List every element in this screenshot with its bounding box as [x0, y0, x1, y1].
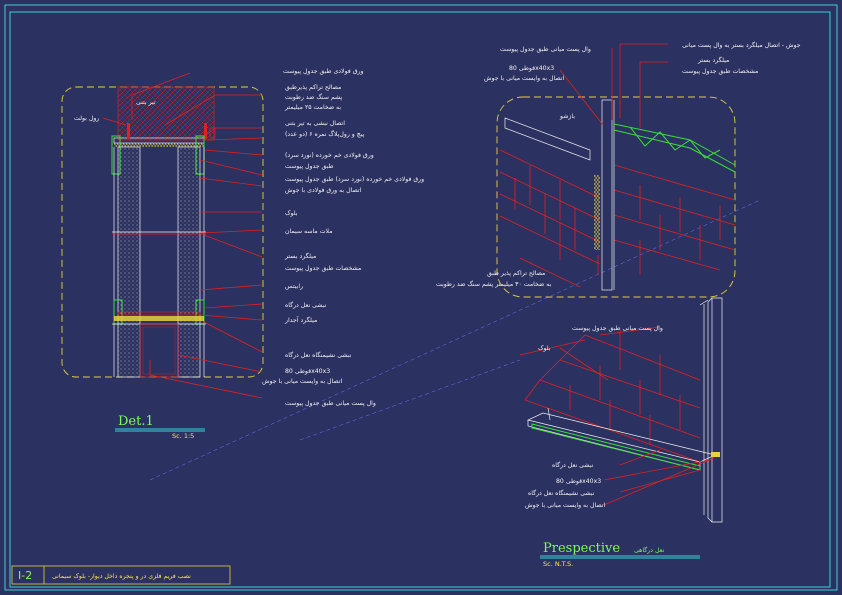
leader — [199, 314, 263, 321]
label-ribbed-rebar: میلگرد آجدار — [284, 315, 317, 324]
bed-rebar-truss — [613, 123, 736, 173]
label-bent-plate-2: ورق فولادی خم خورده (نورد سرد) طبق جدول … — [285, 176, 424, 183]
block-courses — [499, 149, 736, 288]
perspective-view: وال پست میانی طبق جدول پیوست بلوک نبشی ن… — [519, 297, 723, 568]
label-filler-2: پشم سنگ ضد رطوبت — [285, 93, 343, 101]
leader — [603, 459, 711, 481]
label-anchor-bolt: رول بولت — [74, 115, 99, 122]
label-bent-plate-1: ورق فولادی خم خورده (نورد سرد) — [285, 152, 374, 159]
title-block-frame — [11, 565, 231, 585]
perspective-blocks — [519, 330, 701, 463]
leader — [204, 149, 263, 156]
inner-border — [9, 11, 831, 588]
leader — [203, 303, 263, 309]
perspective-scale: Sc. N.T.S. — [543, 560, 573, 568]
leader — [619, 43, 668, 118]
leader — [199, 159, 263, 176]
wall-detail: وال پست میانی طبق جدول پیوست قوطی 80x40x… — [436, 41, 801, 298]
box-section-inner — [142, 326, 176, 375]
label-filler-3: به ضخامت ۲۵ میلیمتر — [284, 104, 341, 111]
label-block: بلوک — [285, 209, 298, 217]
sheet-title: نصب فریم فلزی در و پنجره داخل دیوار- بلو… — [52, 572, 191, 580]
label-weld-rebar: جوش - اتصال میلگرد بستر به وال پست میانی — [682, 41, 801, 49]
leader — [206, 137, 263, 141]
leader — [559, 347, 609, 381]
detail-1-scale: Sc. 1:5 — [172, 432, 194, 440]
lintel-seat — [114, 316, 204, 321]
label-wall-post: وال پست میانی طبق جدول پیوست — [285, 400, 376, 407]
detail-1-section: Det.1 Sc. 1:5 تیر بتنی رول بولت ورق فولا… — [61, 68, 424, 440]
anchor-bolt — [209, 127, 216, 139]
leader — [199, 177, 263, 187]
wall-post-3d — [699, 297, 723, 523]
label-concrete-beam: تیر بتنی — [136, 99, 156, 106]
label-block: بلوک — [538, 344, 551, 352]
label-box-section: قوطی 80x40x3 — [556, 478, 601, 485]
wall-post — [601, 99, 613, 291]
label-weld-to-post: اتصال به وایست میانی با جوش — [262, 378, 342, 385]
label-opening: بازشو — [559, 113, 575, 120]
anchor-bolt — [127, 123, 130, 139]
leader — [204, 127, 262, 137]
opening-profile — [504, 117, 591, 161]
leader — [199, 229, 263, 234]
leader — [102, 117, 127, 126]
label-specs: مشخصات طبق جدول پیوست — [682, 68, 758, 75]
label-box-section: قوطی 80x40x3 — [285, 368, 330, 375]
wall-detail-outline — [496, 96, 736, 298]
leader — [599, 326, 661, 336]
label-specs: مشخصات طبق جدول پیوست — [285, 265, 361, 272]
block-column-right — [177, 146, 201, 378]
label-lintel-angle: نبشی نعل درگاه — [285, 301, 327, 309]
construction-line — [149, 199, 761, 481]
label-bed-rebar: میلگرد بستر — [697, 56, 729, 64]
label-weld-to-post: اتصال به وایست میانی با جوش — [484, 75, 564, 82]
label-box-section: قوطی 80x40x3 — [509, 65, 554, 72]
box-section — [139, 323, 179, 378]
label-seat-angle: نبشی نشیمنگاه نعل درگاه — [528, 489, 595, 497]
anchor-bolt — [204, 123, 207, 139]
leader — [177, 354, 263, 373]
leader — [164, 94, 262, 126]
lintel-rebar — [117, 311, 201, 316]
leader — [619, 449, 661, 466]
label-bed-rebar: میلگرد بستر — [284, 252, 316, 260]
title-block: I-2 نصب فریم فلزی در و پنجره داخل دیوار-… — [11, 565, 231, 585]
label-lintel-angle: نبشی نعل درگاه — [552, 461, 594, 469]
concrete-beam — [117, 86, 215, 141]
label-wall-post: وال پست میانی طبق جدول پیوست — [500, 46, 591, 53]
block-column-left — [117, 146, 141, 378]
leader — [131, 72, 191, 120]
label-seat-angle: نبشی نشیمنگاه نعل درگاه — [285, 351, 352, 359]
perspective-title-fa: نعل درگاهی — [634, 546, 665, 554]
filler-strip — [594, 175, 600, 250]
label-filler-1: مصالح تراکم پذیر طبق — [487, 270, 545, 277]
leader — [639, 61, 668, 128]
label-screws: پیچ و رول‌پلاگ نمره ۶ (دو عدد) — [285, 129, 365, 138]
label-rabitz: رابیتس — [285, 283, 303, 290]
label-wall-post: وال پست میانی طبق جدول پیوست — [572, 325, 663, 332]
perspective-title: Prespective — [543, 541, 620, 556]
label-filler-2: به ضخامت ۳۰ میلیمتر پشم سنگ ضد رطوبت — [436, 280, 552, 288]
detail-1-title: Det.1 — [118, 414, 154, 429]
label-weld-to-plate: اتصال به ورق فولادی با جوش — [285, 187, 362, 194]
compressible-filler — [114, 143, 204, 147]
label-angle-to-beam: اتصال نبشی به تیر بتنی — [285, 120, 345, 127]
leader — [203, 234, 263, 258]
label-mortar: ملات ماسه سیمان — [285, 228, 333, 235]
label-filler-1: مصالح تراکم پذیرطبق — [285, 84, 341, 91]
leader — [149, 360, 263, 399]
sheet-code: I-2 — [18, 569, 32, 582]
outer-border — [4, 4, 838, 591]
leader — [559, 69, 604, 126]
label-per-table: طبق جدول پیوست — [285, 163, 334, 170]
label-weld-to-post: اتصال به وایست میانی با جوش — [525, 502, 605, 509]
leader — [199, 284, 263, 291]
leader — [203, 321, 263, 353]
leader — [603, 457, 715, 506]
label-steel-plate: ورق فولادی طبق جدول پیوست — [283, 68, 363, 75]
lintel-3d — [526, 407, 717, 471]
weld-mark — [711, 452, 720, 457]
